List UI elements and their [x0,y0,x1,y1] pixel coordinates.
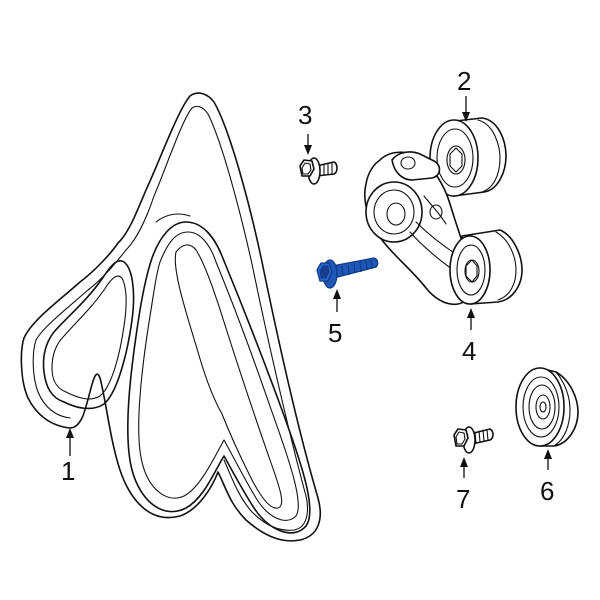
callout-5: 5 [328,318,342,348]
callout-3: 3 [298,100,312,130]
leader-arrow-1 [66,428,74,438]
serpentine-belt[interactable] [20,92,322,542]
flange-bolt-upper[interactable] [299,157,338,185]
leader-arrow-2 [462,112,470,122]
grooved-idler-pulley[interactable] [515,367,579,447]
leader-arrow-5 [333,289,341,299]
callout-7: 7 [456,484,470,514]
flange-bolt-lower[interactable] [453,426,494,454]
idler-pulley[interactable] [429,117,507,197]
callout-6: 6 [540,476,554,506]
callout-1: 1 [61,456,75,486]
leader-arrow-7 [460,457,468,467]
belt-tensioner-assembly[interactable] [364,151,523,306]
tensioner-bolt[interactable] [316,257,379,289]
callout-4: 4 [462,336,476,366]
leader-arrow-4 [467,308,475,318]
callout-2: 2 [457,66,471,96]
leader-arrow-3 [304,145,312,155]
leader-arrow-6 [544,449,552,459]
